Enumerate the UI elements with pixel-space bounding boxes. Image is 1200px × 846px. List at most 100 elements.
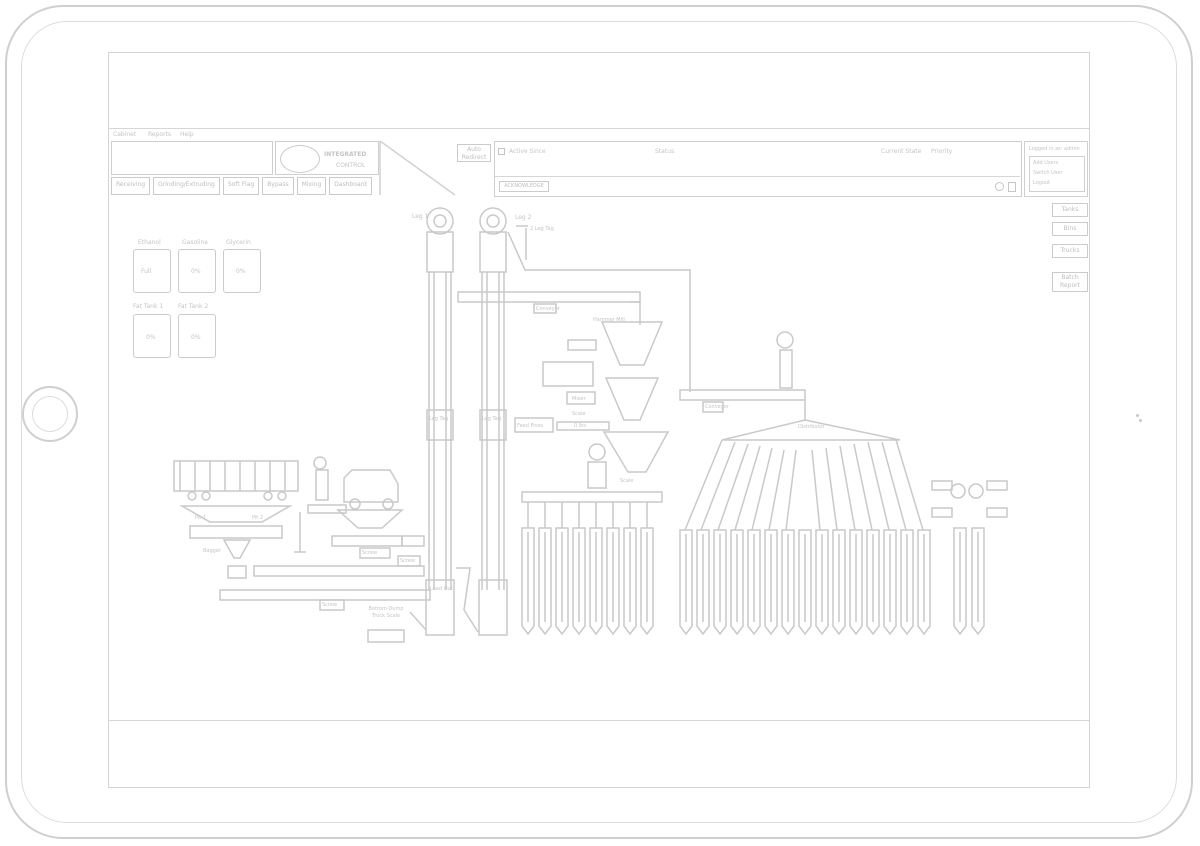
- storage-bin[interactable]: [972, 528, 984, 634]
- screen: [108, 52, 1090, 788]
- storage-bin[interactable]: [918, 530, 930, 634]
- valve-stem: [780, 350, 792, 388]
- rail-car-icon[interactable]: [174, 461, 298, 500]
- menu-cabinet[interactable]: Cabinet: [113, 131, 137, 138]
- bucket-elevator-2[interactable]: [479, 208, 507, 635]
- tank-vessel: [133, 249, 171, 293]
- bucket-elevator-1[interactable]: [426, 208, 454, 635]
- tab-grinding[interactable]: Grinding/Extruding: [153, 177, 220, 195]
- storage-bin[interactable]: [607, 528, 619, 634]
- storage-bin[interactable]: [714, 530, 726, 634]
- storage-bin[interactable]: [522, 528, 534, 634]
- storage-bin[interactable]: [697, 530, 709, 634]
- hopper-2[interactable]: [606, 378, 658, 420]
- storage-bin[interactable]: [850, 530, 862, 634]
- leg-vent: [516, 226, 528, 260]
- storage-bin[interactable]: [680, 530, 692, 634]
- mixer-hopper[interactable]: [604, 432, 668, 472]
- storage-bin[interactable]: [867, 530, 879, 634]
- pit-drop: [224, 540, 250, 558]
- loadout-conveyor[interactable]: [680, 390, 805, 400]
- truck-scale[interactable]: [368, 630, 404, 642]
- storage-bin[interactable]: [884, 530, 896, 634]
- valve-icon[interactable]: [951, 484, 965, 498]
- storage-bin[interactable]: [782, 530, 794, 634]
- truck-icon[interactable]: [344, 470, 398, 509]
- pit-1-label: Pit 1: [195, 515, 207, 521]
- storage-bin[interactable]: [816, 530, 828, 634]
- tanks-button[interactable]: Tanks: [1052, 203, 1088, 217]
- storage-bin[interactable]: [731, 530, 743, 634]
- rail-pit-conveyor[interactable]: [190, 526, 282, 538]
- tank-vessel: [178, 314, 216, 358]
- transfer-spout: [508, 232, 690, 392]
- valve-tag: [987, 508, 1007, 517]
- storage-bin[interactable]: [833, 530, 845, 634]
- bins-button[interactable]: Bins: [1052, 222, 1088, 236]
- bin-feed-conveyor[interactable]: [522, 492, 662, 502]
- storage-bin[interactable]: [539, 528, 551, 634]
- hammer-mill-label: Hammer Mill: [593, 317, 625, 323]
- search-icon[interactable]: [995, 182, 1004, 191]
- loadout-label: Load Out: [430, 586, 453, 592]
- feed-fines-value: 0 lbs: [574, 423, 586, 429]
- menu-help[interactable]: Help: [180, 131, 194, 138]
- valve-icon[interactable]: [969, 484, 983, 498]
- scale-2-label: Scale: [620, 478, 634, 484]
- alarm-col-current-state[interactable]: Current State: [881, 148, 922, 155]
- storage-bin[interactable]: [624, 528, 636, 634]
- menu-reports[interactable]: Reports: [148, 131, 172, 138]
- alarm-col-status[interactable]: Status: [655, 148, 675, 155]
- rail-pit-hopper[interactable]: [182, 506, 290, 522]
- valve-icon[interactable]: [777, 332, 793, 348]
- loadout-conveyor-label: Conveyor: [705, 404, 729, 410]
- collecting-conveyor[interactable]: [220, 590, 430, 600]
- camera-icon: [1136, 414, 1142, 422]
- tab-dashboard[interactable]: Dashboard: [329, 177, 372, 195]
- hopper-1[interactable]: [602, 322, 662, 365]
- level-indicator: [568, 340, 596, 350]
- alarm-col-active-since[interactable]: Active Since: [509, 148, 546, 155]
- bins[interactable]: [522, 528, 984, 634]
- valve-icon[interactable]: [314, 457, 326, 469]
- hammer-mill[interactable]: [543, 362, 593, 386]
- storage-bin[interactable]: [954, 528, 966, 634]
- screw-conveyor-2[interactable]: [254, 566, 424, 576]
- tab-bypass[interactable]: Bypass: [262, 177, 294, 195]
- tab-soft-flag[interactable]: Soft Flag: [222, 177, 260, 195]
- tank-value: Full: [141, 268, 152, 275]
- storage-bin[interactable]: [573, 528, 585, 634]
- storage-bin[interactable]: [556, 528, 568, 634]
- tank-vessel: [223, 249, 261, 293]
- alarm-select-checkbox[interactable]: [498, 148, 505, 155]
- storage-bin[interactable]: [590, 528, 602, 634]
- home-button[interactable]: [22, 386, 78, 442]
- tab-receiving[interactable]: Receiving: [111, 177, 151, 195]
- leg-1-label: Leg 1: [412, 213, 429, 220]
- truck-pit-hopper[interactable]: [338, 510, 402, 528]
- header-blank-panel: [111, 141, 273, 175]
- distributor[interactable]: [722, 400, 900, 440]
- pump-icon[interactable]: [589, 444, 605, 460]
- storage-bin[interactable]: [641, 528, 653, 634]
- auto-redirect-button[interactable]: Auto Redirect: [457, 144, 491, 162]
- storage-bin[interactable]: [748, 530, 760, 634]
- add-users-link[interactable]: Add Users: [1033, 160, 1059, 166]
- alarm-col-priority[interactable]: Priority: [931, 148, 953, 155]
- storage-bin[interactable]: [901, 530, 913, 634]
- storage-bin[interactable]: [765, 530, 777, 634]
- storage-bin[interactable]: [799, 530, 811, 634]
- screw-3-label: Screw: [322, 602, 338, 608]
- filter-icon[interactable]: [1008, 182, 1016, 192]
- screw-tag: [360, 548, 390, 558]
- trucks-button[interactable]: Trucks: [1052, 244, 1088, 258]
- screw-conveyor-1[interactable]: [332, 536, 402, 546]
- acknowledge-button[interactable]: ACKNOWLEDGE: [499, 181, 549, 192]
- logout-link[interactable]: Logout: [1033, 180, 1051, 186]
- switch-user-link[interactable]: Switch User: [1033, 170, 1063, 176]
- tab-mixing[interactable]: Mixing: [296, 177, 327, 195]
- batch-report-button[interactable]: Batch Report: [1052, 272, 1088, 292]
- top-conveyor[interactable]: [458, 292, 640, 302]
- mixer-label: Mixer: [572, 396, 586, 402]
